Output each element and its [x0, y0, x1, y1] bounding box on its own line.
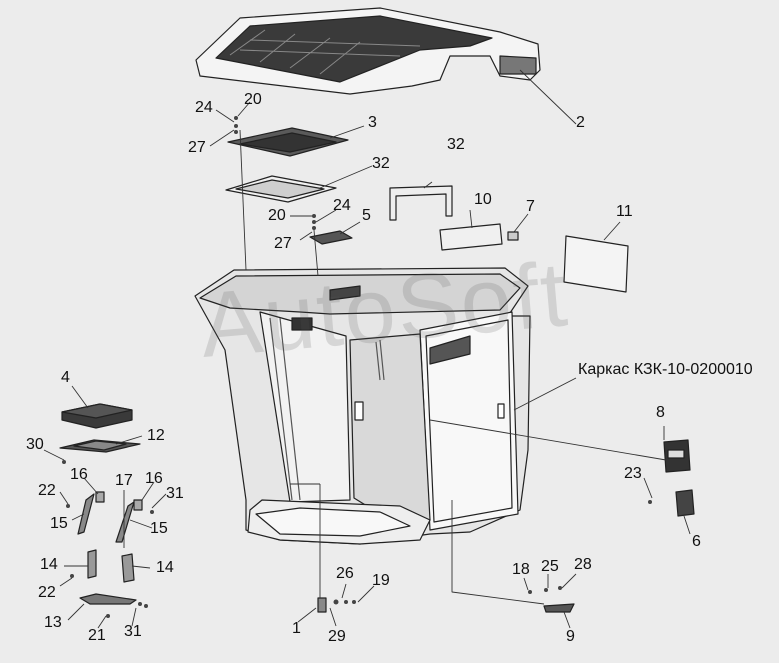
support-right	[115, 501, 135, 543]
label-21: 21	[88, 627, 106, 644]
label-22b: 22	[38, 584, 56, 601]
label-14b: 14	[156, 559, 174, 576]
label-24b: 24	[333, 197, 351, 214]
label-8: 8	[656, 404, 665, 421]
leader-lines	[43, 69, 691, 629]
support-left	[77, 493, 95, 535]
label-12: 12	[147, 427, 165, 444]
label-16a: 16	[70, 466, 88, 483]
part-8	[663, 439, 691, 473]
label-13: 13	[44, 614, 62, 631]
label-29: 29	[328, 628, 346, 645]
label-14a: 14	[40, 556, 58, 573]
label-16b: 16	[145, 470, 163, 487]
label-7: 7	[526, 198, 535, 215]
label-20a: 20	[244, 91, 262, 108]
label-15a: 15	[50, 515, 68, 532]
label-4: 4	[61, 369, 70, 386]
label-31b: 31	[124, 623, 142, 640]
label-15b: 15	[150, 520, 168, 537]
part-6	[675, 489, 695, 517]
hinge-16b	[133, 499, 143, 511]
label-2: 2	[576, 114, 585, 131]
small-plate	[309, 230, 353, 245]
label-22a: 22	[38, 482, 56, 499]
roof-panel	[195, 7, 541, 95]
label-1: 1	[292, 620, 301, 637]
caption: Каркас КЗК-10-0200010	[578, 361, 753, 378]
bracket	[389, 185, 453, 221]
label-18: 18	[512, 561, 530, 578]
fasteners	[62, 116, 652, 618]
label-27a: 27	[188, 139, 206, 156]
label-25: 25	[541, 558, 559, 575]
label-5: 5	[362, 207, 371, 224]
label-28: 28	[574, 556, 592, 573]
plate-13	[79, 593, 137, 605]
seat-cushion	[61, 403, 133, 429]
hinge-16a	[95, 491, 105, 503]
label-19: 19	[372, 572, 390, 589]
bracket-14a	[87, 549, 97, 579]
label-31a: 31	[166, 485, 184, 502]
bracket-14b	[121, 553, 135, 583]
label-24a: 24	[195, 99, 213, 116]
label-32b: 32	[372, 155, 390, 172]
label-20b: 20	[268, 207, 286, 224]
label-3: 3	[368, 114, 377, 131]
part-9	[543, 603, 575, 613]
panel-11	[563, 235, 629, 293]
label-32a: 32	[447, 136, 465, 153]
panel-10	[439, 223, 503, 251]
label-26: 26	[336, 565, 354, 582]
part-1	[317, 597, 327, 613]
label-10: 10	[474, 191, 492, 208]
label-27b: 27	[274, 235, 292, 252]
part-7	[507, 231, 519, 241]
cab-frame	[194, 267, 531, 545]
label-6: 6	[692, 533, 701, 550]
label-17: 17	[115, 472, 133, 489]
label-30: 30	[26, 436, 44, 453]
label-11: 11	[616, 203, 633, 220]
label-23: 23	[624, 465, 642, 482]
label-9: 9	[566, 628, 575, 645]
